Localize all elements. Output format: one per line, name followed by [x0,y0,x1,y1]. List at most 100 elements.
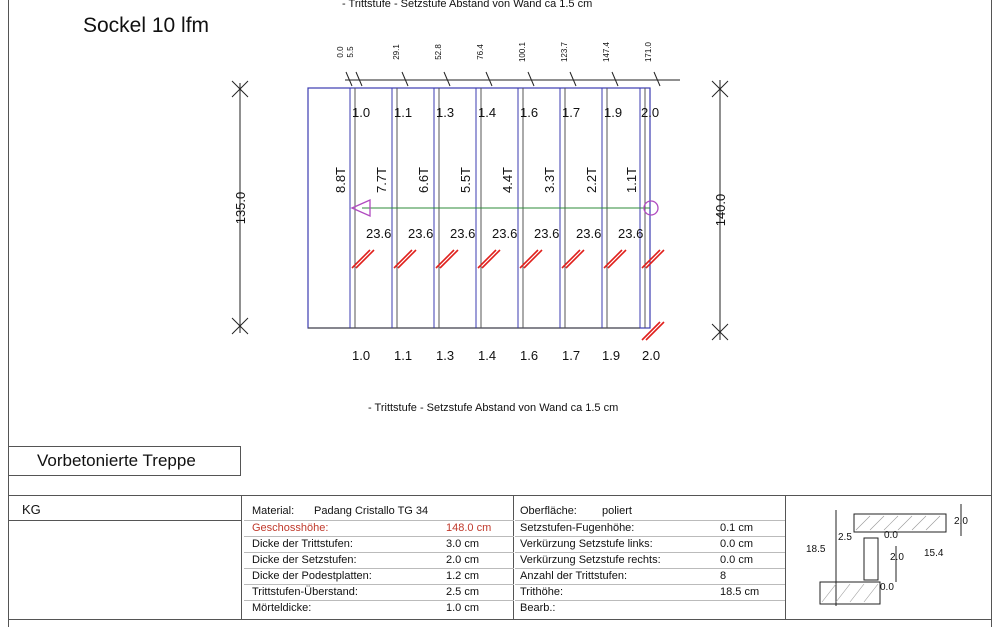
tread-depth-label: 23.6 [492,226,517,241]
property-value: 3.0 cm [446,538,480,550]
detail-tread-lower [819,581,881,605]
table-rule [515,600,785,601]
tread-number-label: 4.4T [500,167,515,193]
tread-depth-label: 23.6 [576,226,601,241]
property-value: 0.0 cm [720,538,754,550]
right-dimension [711,80,729,341]
property-label: Verkürzung Setzstufe links: [520,538,653,550]
table-rule [244,536,514,537]
property-label: Dicke der Setzstufen: [252,554,357,566]
table-rule [244,552,514,553]
property-label: Verkürzung Setzstufe rechts: [520,554,661,566]
tread-number-label: 3.3T [542,167,557,193]
drawing-title: Sockel 10 lfm [83,14,210,37]
step-height-label-bottom: 1.9 [602,348,620,363]
table-rule [515,584,785,585]
step-hatch [641,321,661,341]
table-rule [244,520,514,521]
top-tick [611,71,619,87]
step-hatch [603,249,623,269]
tread-depth-label: 23.6 [450,226,475,241]
step-hatch [565,249,585,269]
step-hatch [393,249,413,269]
detail-riser [863,537,879,581]
drawing-frame [8,0,992,627]
step-hatch [355,249,375,269]
titleblock-top-rule [8,495,992,496]
top-tick [355,71,363,87]
property-value: 8 [720,570,727,582]
property-value: poliert [602,505,632,517]
step-hatch [641,249,661,269]
property-value: 0.1 cm [720,522,754,534]
step-hatch [351,249,371,269]
table-rule [244,568,514,569]
step-height-label: 1.3 [436,105,454,120]
top-tick [653,71,661,87]
step-height-label-bottom: 1.0 [352,348,370,363]
step-height-label: 2.0 [641,105,659,120]
sheet-title: Vorbetonierte Treppe [8,446,241,476]
detail-tread-upper [853,513,947,533]
step-hatch [477,249,497,269]
tread-number-label: 1.1T [624,167,639,193]
property-label: Trithöhe: [520,586,564,598]
detail-dimension-label: 2.0 [890,552,904,563]
step-height-label: 1.4 [478,105,496,120]
titleblock-divider-2 [513,495,514,619]
property-label: Oberfläche: [520,505,577,517]
table-rule [244,600,514,601]
tread-depth-label: 23.6 [618,226,643,241]
tread-number-label: 8.8T [333,167,348,193]
property-label: Trittstufen-Überstand: [252,586,358,598]
tread-depth-label: 23.6 [408,226,433,241]
right-dimension-label: 140.0 [713,194,728,227]
property-value: 2.5 cm [446,586,480,598]
property-value: 18.5 cm [720,586,760,598]
property-value: 2.0 cm [446,554,480,566]
walking-line [350,198,659,218]
step-height-label-bottom: 1.1 [394,348,412,363]
top-measure-label: 29.1 [392,44,401,60]
detail-dimension-label: 0.0 [880,582,894,593]
arrow-end-circle-icon [643,200,659,216]
left-dimension-label: 135.0 [233,192,248,225]
top-tick [527,71,535,87]
step-lines [349,88,665,341]
step-hatch [519,249,539,269]
tread-number-label: 6.6T [416,167,431,193]
step-height-label-bottom: 1.4 [478,348,496,363]
property-label: Anzahl der Trittstufen: [520,570,627,582]
step-height-label: 1.1 [394,105,412,120]
table-rule [515,552,785,553]
titleblock-bottom-rule [8,619,992,620]
step-hatch [607,249,627,269]
tread-depth-label: 23.6 [366,226,391,241]
top-tick [401,71,409,87]
left-dimension [231,80,249,335]
table-rule [515,568,785,569]
top-measure-label: 76.4 [476,44,485,60]
note-top: - Trittstufe - Setzstufe Abstand von Wan… [342,0,593,10]
top-tick [485,71,493,87]
property-label: Mörteldicke: [252,602,312,614]
step-hatch [523,249,543,269]
top-measure-label: 171.0 [644,41,653,62]
floor-label: KG [22,502,41,517]
detail-dimension-label: 0.0 [884,530,898,541]
titleblock-divider-3 [785,495,786,619]
tread-number-label: 2.2T [584,167,599,193]
detail-dimension-label: 15.4 [924,548,944,559]
titleblock-divider-1 [241,495,242,619]
table-rule [515,536,785,537]
property-value: Padang Cristallo TG 34 [314,505,429,517]
step-height-label-bottom: 2.0 [642,348,660,363]
property-label: Dicke der Podestplatten: [252,570,372,582]
detail-dimension-label: 18.5 [806,544,826,555]
step-height-label: 1.9 [604,105,622,120]
property-value: 148.0 cm [446,522,492,534]
step-hatch [435,249,455,269]
table-rule [244,584,514,585]
